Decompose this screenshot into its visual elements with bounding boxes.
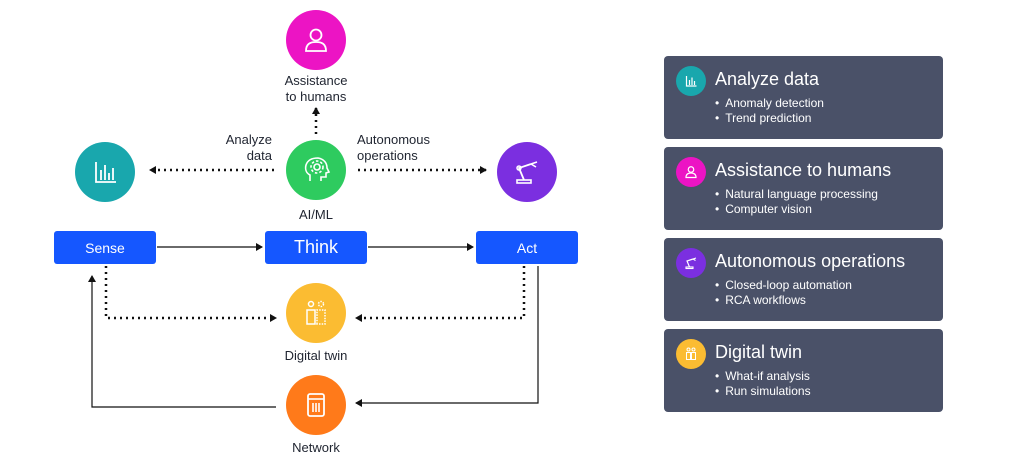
list-item: What-if analysis [715,369,811,384]
card-digital-twin: Digital twin What-if analysis Run simula… [664,329,943,412]
list-item: Natural language processing [715,187,878,202]
card-bullet-list: Closed-loop automation RCA workflows [715,278,852,308]
card-digital-twin-icon-circle [676,339,706,369]
act-to-twin-arrow [355,266,526,322]
card-assistance-icon-circle [676,157,706,187]
card-bullet-list: Anomaly detection Trend prediction [715,96,824,126]
list-item: Trend prediction [715,111,824,126]
analyze-edge-label: Analyze data [225,132,272,163]
list-item: Closed-loop automation [715,278,852,293]
person-icon [305,28,327,52]
list-item: Run simulations [715,384,810,399]
network-node-label: Network [292,440,340,455]
act-to-network-arrow [355,266,539,407]
digital-twin-node-circle [286,283,346,343]
assistance-node-label: Assistance to humans [284,73,348,104]
list-item: Anomaly detection [715,96,824,111]
brain-gear-icon [304,157,331,181]
network-to-sense-arrow [88,275,276,408]
analyze-node-circle [75,142,135,202]
person-icon [685,166,697,179]
robot-arm-icon [516,161,538,184]
aiml-node-circle [286,140,346,200]
card-autonomous-operations: Autonomous operations Closed-loop automa… [664,238,943,321]
bar-chart-icon [95,162,116,183]
sense-think-act-diagram: Assistance to humans Analyze data AI/ML … [54,10,578,455]
twin-people-icon [306,300,326,325]
think-box: Think [265,231,367,264]
card-title: Autonomous operations [715,251,906,271]
card-analyze-data: Analyze data Anomaly detection Trend pre… [664,56,943,139]
list-item: RCA workflows [715,293,852,308]
twin-people-icon [686,347,696,360]
assistance-node-circle [286,10,346,70]
autonomous-node-circle [497,142,557,202]
act-box: Act [476,231,578,264]
card-title: Analyze data [715,69,820,89]
autonomous-edge-label: Autonomous operations [357,132,430,163]
list-item: Computer vision [715,202,878,217]
bar-chart-icon [685,76,697,87]
card-bullet-list: Natural language processing Computer vis… [715,187,878,217]
robot-arm-icon [685,257,697,270]
card-bullet-list: What-if analysis Run simulations [715,369,811,399]
card-title: Digital twin [715,342,803,362]
card-title: Assistance to humans [715,160,892,180]
aiml-node-label: AI/ML [299,207,333,222]
card-analyze-data-icon-circle [676,66,706,96]
digital-twin-node-label: Digital twin [284,348,348,363]
card-assistance-to-humans: Assistance to humans Natural language pr… [664,147,943,230]
sense-to-twin-arrow [104,266,277,322]
card-autonomous-icon-circle [676,248,706,278]
connector-lines [88,107,539,408]
sense-box: Sense [54,231,156,264]
network-node-circle [286,375,346,435]
server-rack-icon [307,393,325,417]
